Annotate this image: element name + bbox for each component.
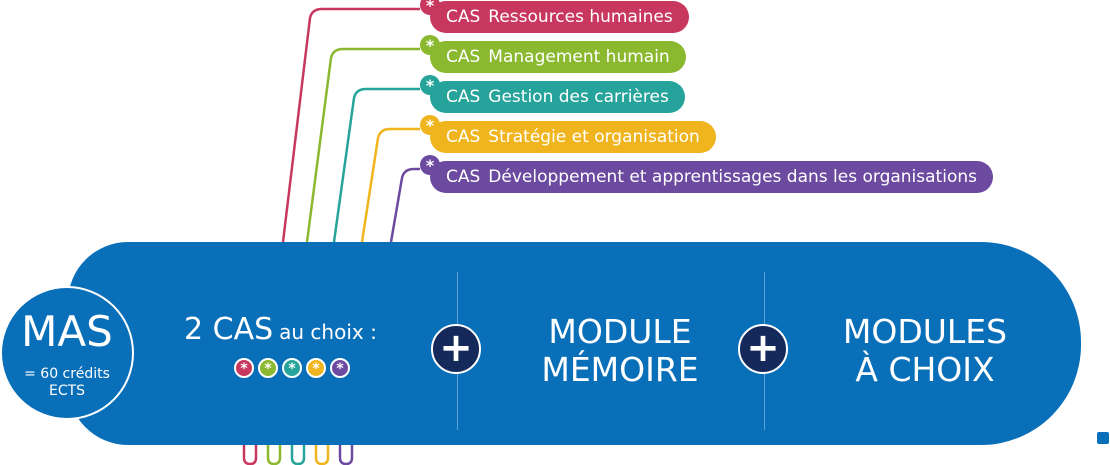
loop-green <box>266 375 282 465</box>
cas-choice-main: 2 CAS <box>184 312 274 347</box>
mas-credits-line2: ECTS <box>48 383 86 399</box>
mas-credits-line1: = 60 crédits <box>24 366 110 382</box>
star-icon: * <box>420 35 440 55</box>
star-icon: * <box>420 0 440 15</box>
loop-purple <box>338 375 354 465</box>
cas-pill-strategie-organisation: * CAS Stratégie et organisation <box>420 115 716 153</box>
star-icon: * <box>420 115 440 135</box>
connector-developpement <box>389 167 420 243</box>
mas-badge: MAS = 60 crédits ECTS <box>0 286 134 420</box>
connector-management-humain <box>305 47 420 243</box>
cas-prefix: CAS <box>446 47 481 67</box>
modules-a-choix-line1: MODULES <box>842 312 1008 351</box>
cas-label: Gestion des carrières <box>488 87 669 107</box>
cas-prefix: CAS <box>446 167 481 187</box>
cas-choice-small: au choix : <box>279 320 377 344</box>
loop-yellow <box>314 375 330 465</box>
connector-strategie-organisation <box>360 127 420 243</box>
star-icon: * <box>420 155 440 175</box>
modules-a-choix: MODULES À CHOIX <box>815 313 1035 389</box>
cas-pill-developpement: * CAS Développement et apprentissages dan… <box>420 155 993 193</box>
cas-label: Stratégie et organisation <box>488 127 700 147</box>
loop-red <box>242 375 258 465</box>
cas-pill-ressources-humaines: * CAS Ressources humaines <box>420 0 689 33</box>
cas-prefix: CAS <box>446 7 481 27</box>
mas-credits: = 60 crédits ECTS <box>2 366 132 400</box>
cas-label: Développement et apprentissages dans les… <box>488 167 977 187</box>
star-icon: * <box>420 75 440 95</box>
plus-icon: + <box>738 324 788 374</box>
cas-prefix: CAS <box>446 127 481 147</box>
connector-gestion-carrieres <box>332 87 420 243</box>
star-dot-green: * <box>258 358 278 378</box>
mas-title: MAS <box>21 307 113 356</box>
star-dot-red: * <box>234 358 254 378</box>
star-dot-purple: * <box>330 358 350 378</box>
cas-pill-management-humain: * CAS Management humain <box>420 35 686 73</box>
program-band <box>68 242 1081 445</box>
modules-a-choix-line2: À CHOIX <box>855 350 995 389</box>
logo-icon <box>1097 432 1109 444</box>
cas-prefix: CAS <box>446 87 481 107</box>
cas-pill-gestion-carrieres: * CAS Gestion des carrières <box>420 75 685 113</box>
module-memoire: MODULE MÉMOIRE <box>515 313 725 389</box>
module-memoire-line2: MÉMOIRE <box>541 350 699 389</box>
star-dot-teal: * <box>282 358 302 378</box>
star-dot-yellow: * <box>306 358 326 378</box>
module-memoire-line1: MODULE <box>548 312 692 351</box>
cas-label: Ressources humaines <box>488 7 673 27</box>
loop-teal <box>290 375 306 465</box>
cas-label: Management humain <box>488 47 670 67</box>
connector-ressources-humaines <box>281 7 420 243</box>
plus-icon: + <box>431 324 481 374</box>
